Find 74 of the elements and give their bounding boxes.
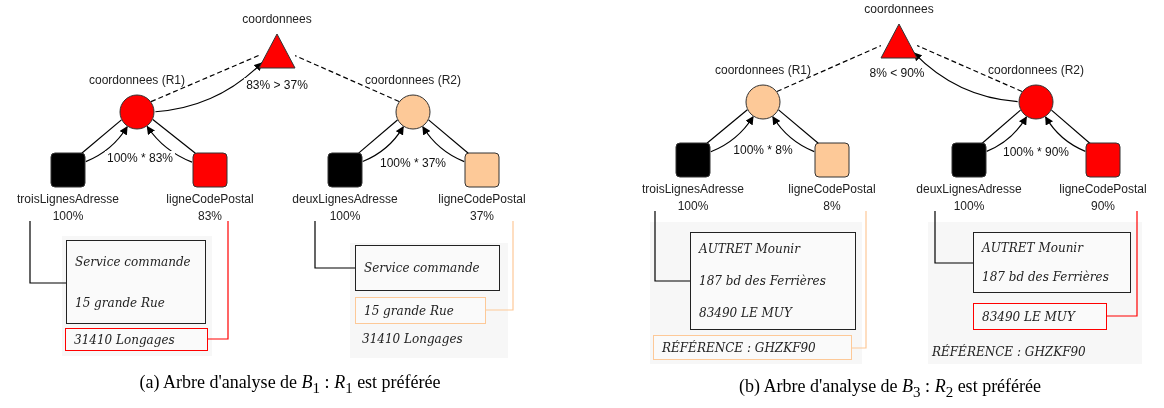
edge-label: 83% > 37%: [244, 78, 310, 92]
edge-label: 100% * 8%: [731, 143, 795, 157]
percentage-label: 8%: [822, 199, 842, 214]
node-label: troisLignesAdresse: [15, 192, 121, 207]
node-label: ligneCodePostal: [437, 192, 527, 207]
arrow: [146, 125, 193, 163]
node-label: coordonnees: [241, 12, 313, 27]
address-box: [355, 297, 486, 324]
arrow: [710, 116, 754, 153]
leader-line: [934, 210, 974, 264]
handwritten-text: AUTRET Mounir: [982, 240, 1085, 255]
edge-label: 100% * 83%: [105, 151, 175, 165]
arrow: [85, 126, 128, 163]
handwritten-text: RÉFÉRENCE : GHZKF90: [932, 345, 1086, 359]
handwritten-text: 187 bd des Ferrières: [982, 270, 1110, 285]
connector-line: [704, 109, 748, 146]
node-label: troisLignesAdresse: [640, 182, 746, 197]
handwritten-text: 83490 LE MUY: [699, 306, 794, 320]
handwritten-text: Service commande: [75, 254, 192, 269]
leader-line: [314, 220, 356, 269]
leader-line: [207, 220, 229, 340]
connector-line: [294, 55, 400, 103]
arrow: [362, 126, 404, 163]
leader-line: [1106, 210, 1138, 317]
arrow: [986, 116, 1027, 152]
address-box: [690, 232, 856, 330]
connector-line: [916, 44, 1023, 93]
arrow: [154, 62, 263, 113]
connector-line: [776, 45, 882, 93]
leader-line: [485, 220, 514, 311]
address-box: [653, 335, 852, 360]
node-label: coordonnees (R2): [986, 63, 1086, 78]
address-box: [355, 245, 500, 291]
percentage-label: 90%: [1090, 199, 1116, 214]
node-label: deuxLignesAdresse: [291, 192, 399, 207]
percentage-label: 100%: [676, 199, 710, 214]
address-box: [973, 303, 1107, 330]
edge-label: 100% * 37%: [378, 156, 448, 170]
node-label: ligneCodePostal: [1058, 182, 1148, 197]
percentage-label: 83%: [197, 209, 223, 224]
handwritten-text: AUTRET Mounir: [699, 242, 802, 256]
arrow: [913, 52, 1019, 103]
edge-label: 8% < 90%: [867, 66, 927, 80]
figure-caption: (a) Arbre d'analyse de B$_{1}$ : R$_{1}$ est préférée: [139, 372, 441, 397]
node-label: ligneCodePostal: [787, 182, 877, 197]
node-label: coordonnees (R2): [363, 73, 463, 88]
arrow: [422, 126, 465, 163]
percentage-label: 100%: [952, 199, 986, 214]
address-box: [973, 232, 1131, 293]
address-box: [65, 328, 208, 351]
arrow: [1045, 116, 1086, 152]
arrow: [772, 116, 815, 153]
percentage-label: 100%: [328, 209, 362, 224]
node-label: ligneCodePostal: [165, 192, 255, 207]
handwritten-text: 187 bd des Ferrières: [699, 274, 827, 288]
handwritten-text: 15 grande Rue: [75, 295, 166, 310]
edge-label: 100% * 90%: [1001, 145, 1071, 159]
figure-caption: (b) Arbre d'analyse de B$_{3}$ : R$_{2}$ est préférée: [738, 376, 1042, 401]
handwritten-text: Service commande: [364, 261, 481, 275]
leader-line: [851, 210, 867, 349]
handwritten-text: 15 grande Rue: [364, 303, 455, 318]
node-label: coordonnees (R1): [87, 73, 187, 88]
handwritten-text: RÉFÉRENCE : GHZKF90: [662, 340, 817, 355]
node-label: coordonnees (R1): [713, 63, 813, 78]
connector-line: [150, 54, 260, 103]
leader-line: [654, 210, 691, 282]
percentage-label: 37%: [469, 209, 495, 224]
address-box: [66, 240, 206, 324]
leader-line: [29, 220, 67, 284]
node-label: coordonnees: [863, 2, 935, 17]
node-label: deuxLignesAdresse: [915, 182, 1023, 197]
handwritten-text: 31410 Longages: [74, 332, 176, 347]
handwritten-text: 83490 LE MUY: [982, 309, 1077, 324]
percentage-label: 100%: [51, 209, 85, 224]
